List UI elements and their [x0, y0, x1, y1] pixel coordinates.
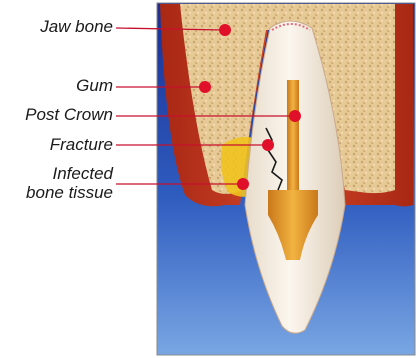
label-fracture: Fracture [50, 135, 113, 154]
marker-infected [237, 178, 249, 190]
label-infected-line2: bone tissue [26, 183, 113, 202]
post [287, 80, 299, 190]
label-post-crown: Post Crown [25, 105, 113, 124]
label-infected-bone-tissue: Infected bone tissue [26, 164, 113, 202]
marker-post-crown [289, 110, 301, 122]
marker-jaw-bone [219, 24, 231, 36]
marker-gum [199, 81, 211, 93]
marker-fracture [262, 139, 274, 151]
label-jaw-bone: Jaw bone [40, 17, 113, 36]
label-gum: Gum [76, 76, 113, 95]
label-infected-line1: Infected [26, 164, 113, 183]
